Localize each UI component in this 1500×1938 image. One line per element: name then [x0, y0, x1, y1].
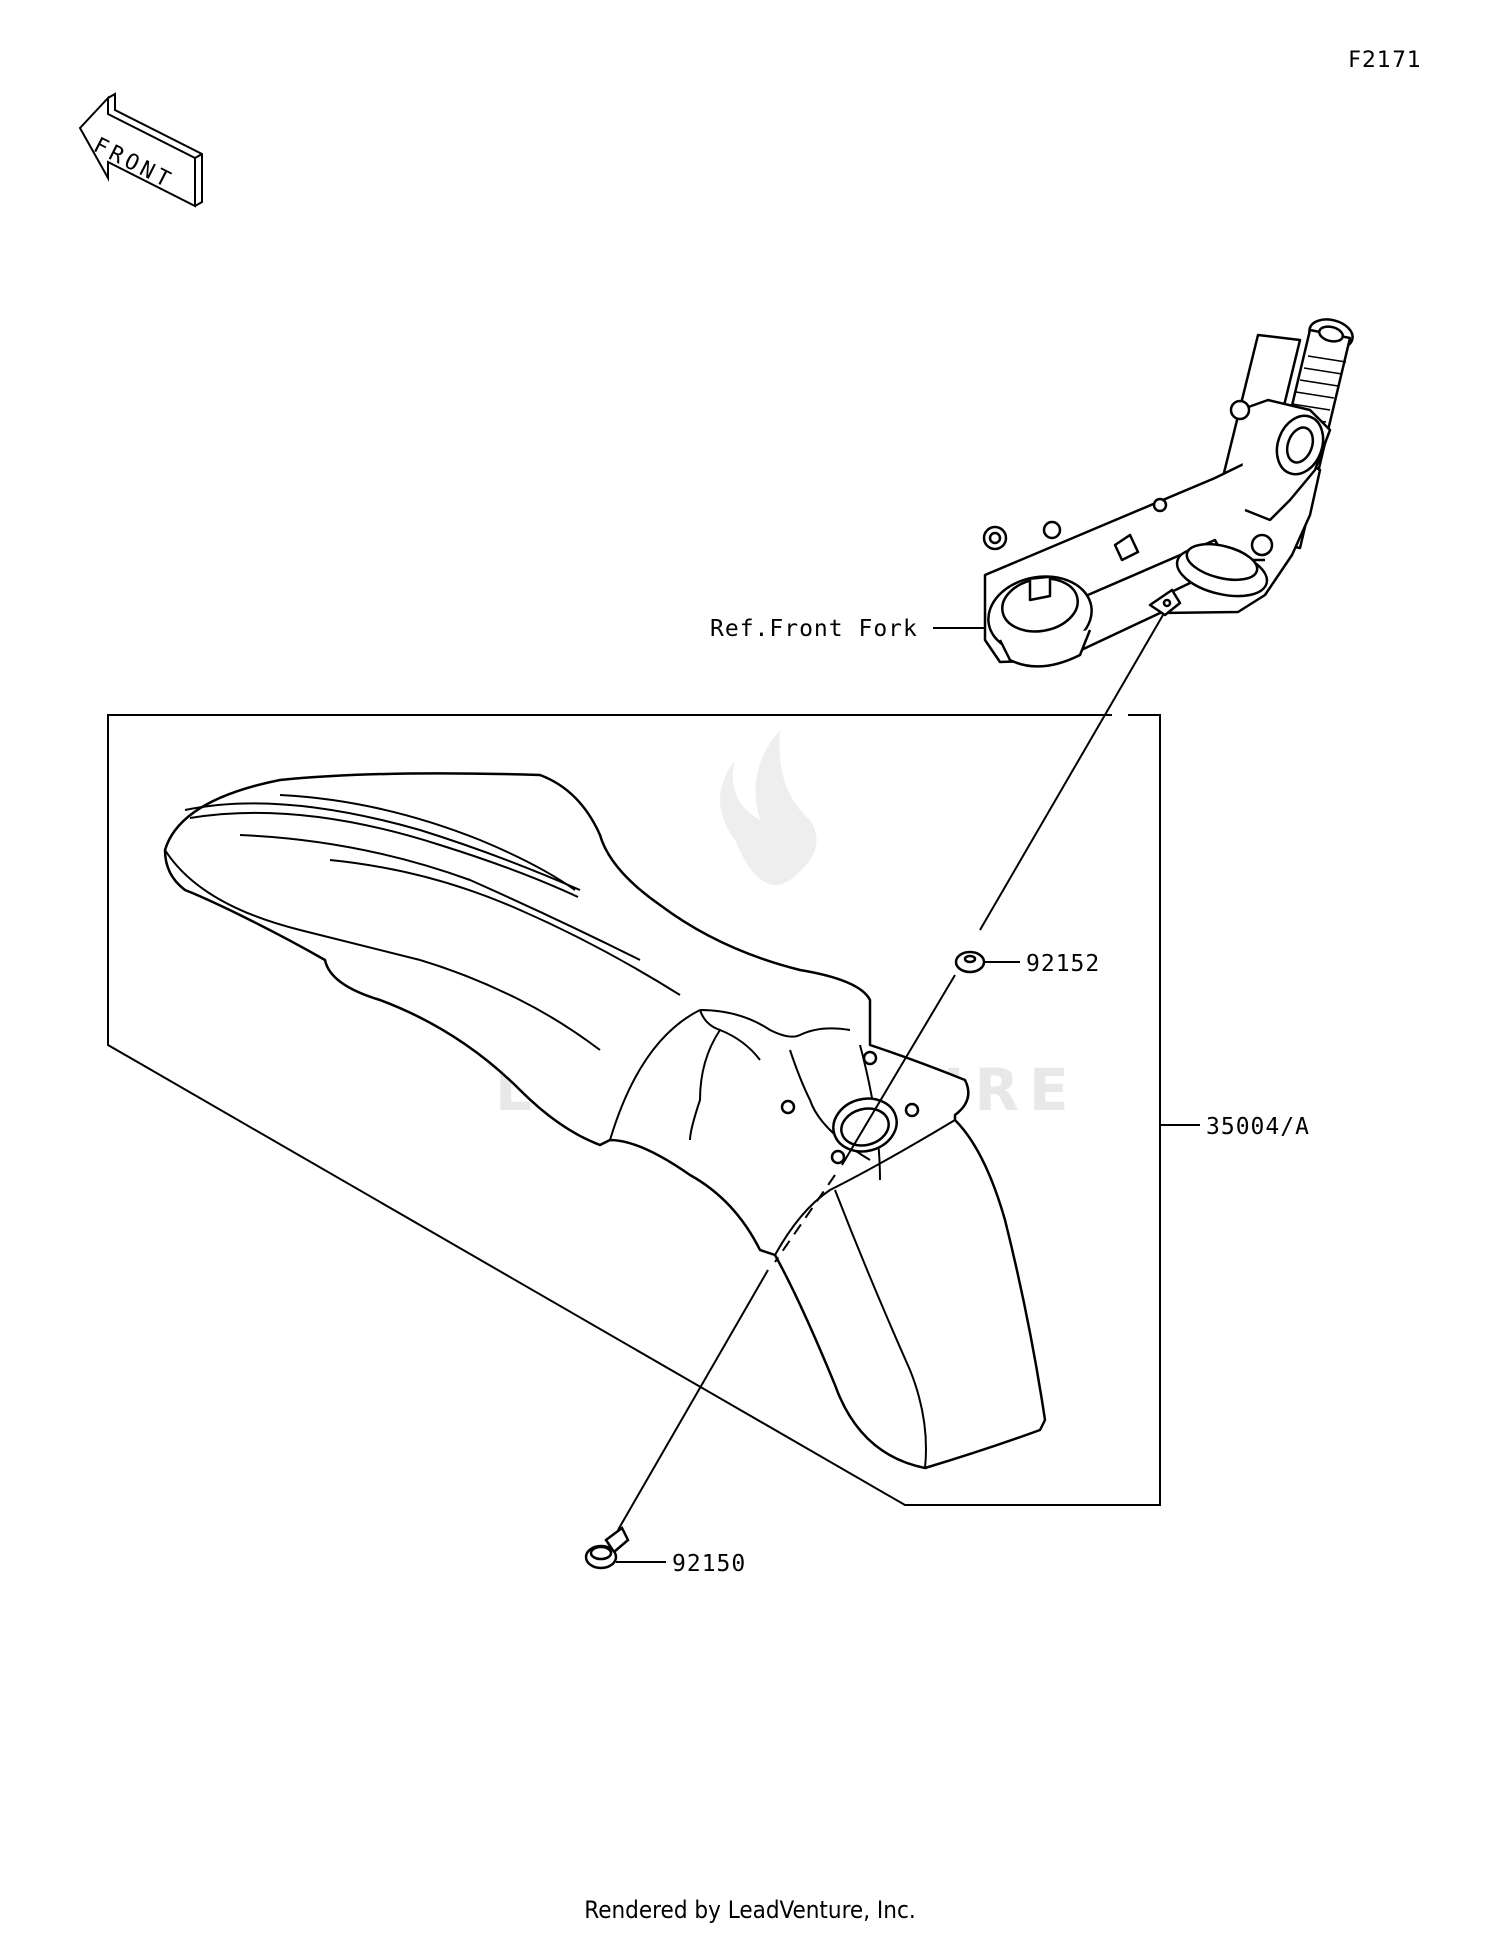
front-arrow-icon: FRONT	[78, 92, 203, 208]
bolt-92150-drawing	[584, 1526, 630, 1570]
fastener-leader-lines	[617, 614, 1164, 1531]
assembly-bracket	[107, 714, 1161, 1506]
label-35004: 35004/A	[1206, 1114, 1310, 1140]
figure-code: F2171	[1348, 48, 1422, 73]
label-ref-front-fork: Ref.Front Fork	[710, 616, 918, 642]
washer-92152-drawing	[954, 950, 986, 974]
footer-credit: Rendered by LeadVenture, Inc.	[584, 1896, 916, 1924]
label-92152: 92152	[1026, 951, 1100, 977]
front-fork-bracket-drawing	[982, 318, 1354, 668]
front-fender-drawing	[163, 772, 1047, 1470]
label-92150: 92150	[672, 1551, 746, 1577]
callout-leaders	[616, 627, 1200, 1563]
